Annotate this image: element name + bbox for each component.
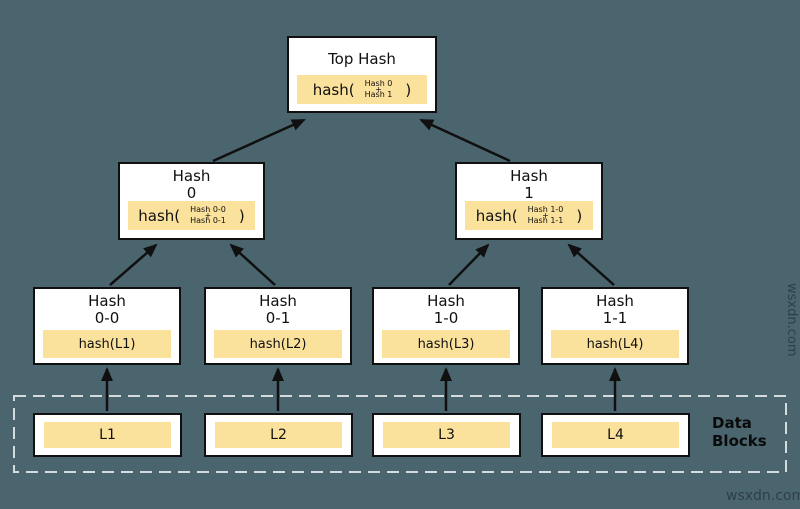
data-block-label: L1	[44, 422, 171, 448]
formula-arg-bottom: Hash 0-1	[190, 216, 226, 225]
formula-arg-top: Hash 0-0	[190, 204, 226, 214]
arrow-hash11-to-hash1	[567, 243, 615, 286]
hash-formula-band: hash( Hash 0 + Hash 1 )	[297, 75, 427, 104]
node-hash-1-1: Hash 1-1 hash(L4)	[541, 287, 689, 365]
formula-open: hash(	[312, 80, 355, 99]
data-block-l2: L2	[204, 413, 353, 457]
node-title: Hash 0-0	[88, 292, 126, 327]
formula-open: hash(	[138, 206, 181, 225]
arrow-hash0-to-top	[212, 118, 306, 163]
formula-close: )	[405, 80, 412, 99]
node-hash-0-1: Hash 0-1 hash(L2)	[204, 287, 352, 365]
node-title: Hash 1	[510, 167, 548, 202]
formula-close: )	[238, 206, 245, 225]
node-title: Hash 1-0	[427, 292, 465, 327]
node-hash-0: Hash 0 hash( Hash 0-0 + Hash 0-1 )	[118, 162, 265, 240]
hash-formula-band: hash( Hash 1-0 + Hash 1-1 )	[465, 201, 593, 230]
formula-args: Hash 1-0 + Hash 1-1	[527, 204, 564, 225]
formula-args: Hash 0-0 + Hash 0-1	[190, 204, 226, 225]
data-block-l1: L1	[33, 413, 182, 457]
data-block-label: L3	[383, 422, 510, 448]
hash-formula-band: hash(L3)	[382, 330, 510, 358]
node-title: Hash 0	[172, 167, 211, 202]
node-title: Top Hash	[328, 50, 396, 68]
formula-close: )	[576, 206, 583, 225]
hash-formula-band: hash(L4)	[551, 330, 679, 358]
formula-arg-top: Hash 0	[364, 78, 393, 88]
plus-sign: +	[375, 85, 382, 94]
plus-sign: +	[204, 211, 212, 220]
node-hash-0-0: Hash 0-0 hash(L1)	[33, 287, 181, 365]
node-title: Hash 1-1	[596, 292, 634, 327]
arrow-hash10-to-hash1	[448, 243, 490, 286]
data-block-l3: L3	[372, 413, 521, 457]
node-hash-1: Hash 1 hash( Hash 1-0 + Hash 1-1 )	[455, 162, 603, 240]
node-top-hash: Top Hash hash( Hash 0 + Hash 1 )	[287, 36, 437, 113]
plus-sign: +	[542, 211, 549, 220]
node-hash-1-0: Hash 1-0 hash(L3)	[372, 287, 520, 365]
watermark-bottom: wsxdn.com	[726, 488, 800, 504]
formula-arg-bottom: Hash 1-1	[527, 216, 564, 225]
arrow-hash1-to-top	[419, 118, 511, 163]
arrow-hash01-to-hash0	[229, 243, 276, 286]
data-block-label: L2	[215, 422, 342, 448]
hash-formula-band: hash( Hash 0-0 + Hash 0-1 )	[128, 201, 255, 230]
node-title: Hash 0-1	[259, 292, 297, 327]
formula-open: hash(	[475, 206, 518, 225]
data-blocks-label: Data Blocks	[712, 414, 767, 450]
arrow-hash00-to-hash0	[109, 243, 158, 286]
data-block-label: L4	[552, 422, 679, 448]
formula-arg-bottom: Hash 1	[364, 90, 393, 99]
data-block-l4: L4	[541, 413, 690, 457]
hash-formula-band: hash(L1)	[43, 330, 171, 358]
formula-arg-top: Hash 1-0	[527, 204, 564, 214]
hash-formula-band: hash(L2)	[214, 330, 342, 358]
watermark-side: wsxdn.com	[784, 283, 799, 357]
formula-args: Hash 0 + Hash 1	[364, 78, 393, 99]
